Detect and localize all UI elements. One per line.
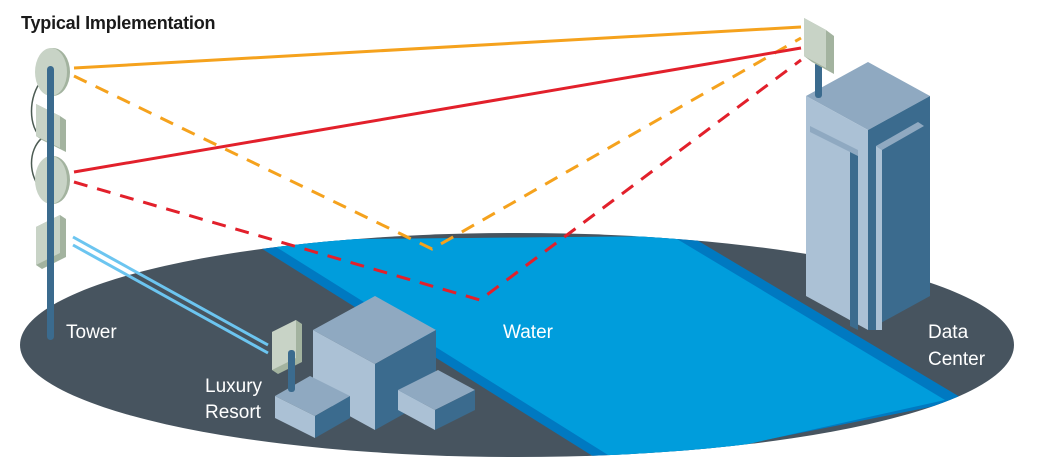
datacenter-building (806, 62, 930, 330)
link-orange-solid (73, 25, 802, 70)
resort-building (275, 296, 475, 438)
tower-pole (47, 66, 54, 340)
diagram-title: Typical Implementation (21, 13, 216, 33)
link-red-solid (73, 46, 802, 174)
label-resort-2: Resort (205, 402, 262, 423)
label-datacenter-1: Data (928, 322, 969, 343)
label-water: Water (503, 322, 554, 343)
datacenter-antenna-icon (804, 18, 834, 74)
label-tower: Tower (66, 322, 117, 343)
tower (30, 48, 70, 340)
label-datacenter-2: Center (928, 349, 986, 370)
label-resort-1: Luxury (205, 376, 263, 397)
datacenter-antenna-pole (815, 62, 822, 98)
link-blue-1 (72, 235, 269, 347)
link-blue-2 (72, 243, 269, 355)
resort-antenna-pole (288, 350, 295, 392)
water-area (265, 236, 945, 457)
link-orange-dashed (73, 36, 802, 251)
